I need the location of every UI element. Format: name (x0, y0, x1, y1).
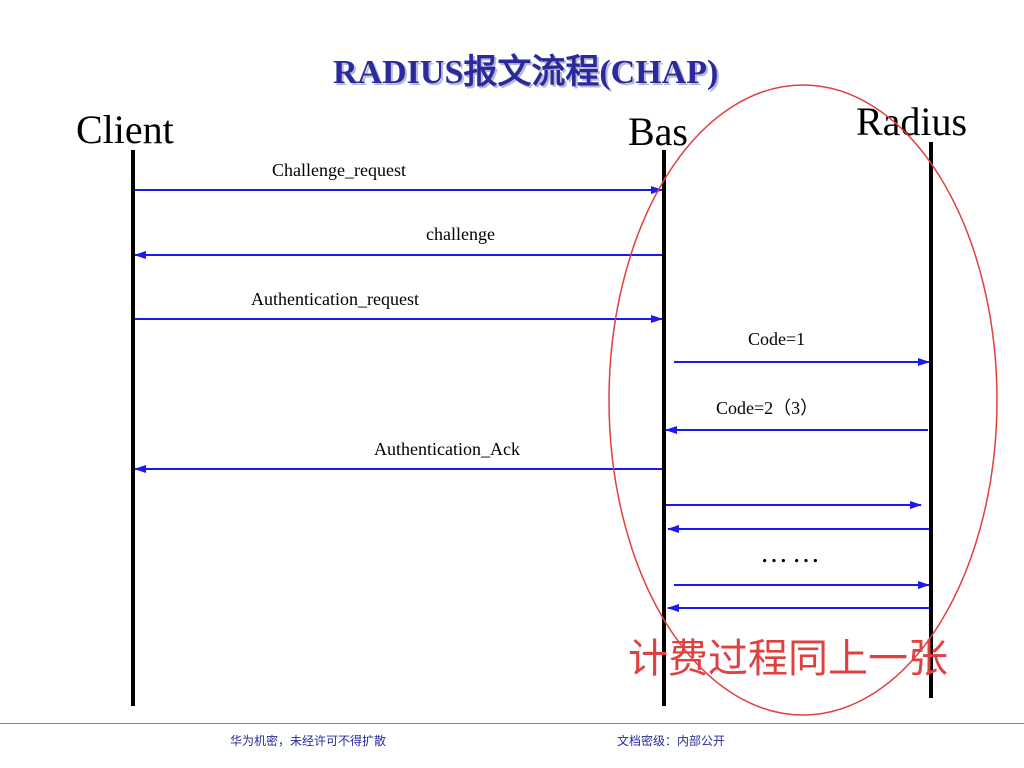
label-authentication-request: Authentication_request (251, 289, 419, 309)
page-title: RADIUS报文流程(CHAP) (333, 54, 719, 91)
footer-divider (0, 723, 1024, 724)
footer-classification: 文档密级：内部公开 (617, 734, 726, 748)
actor-bas-label: Bas (628, 109, 688, 154)
highlight-ellipse (608, 84, 998, 716)
continuation-dots: …… (760, 538, 824, 569)
label-authentication-ack: Authentication_Ack (374, 439, 520, 459)
label-challenge: challenge (426, 224, 495, 244)
label-code2: Code=2（3） (716, 398, 819, 418)
label-code1: Code=1 (748, 329, 806, 349)
actor-client-label: Client (76, 107, 174, 152)
accounting-note: 计费过程同上一张 (628, 636, 948, 682)
label-challenge-request: Challenge_request (272, 160, 406, 180)
footer-confidential: 华为机密，未经许可不得扩散 (230, 734, 387, 748)
